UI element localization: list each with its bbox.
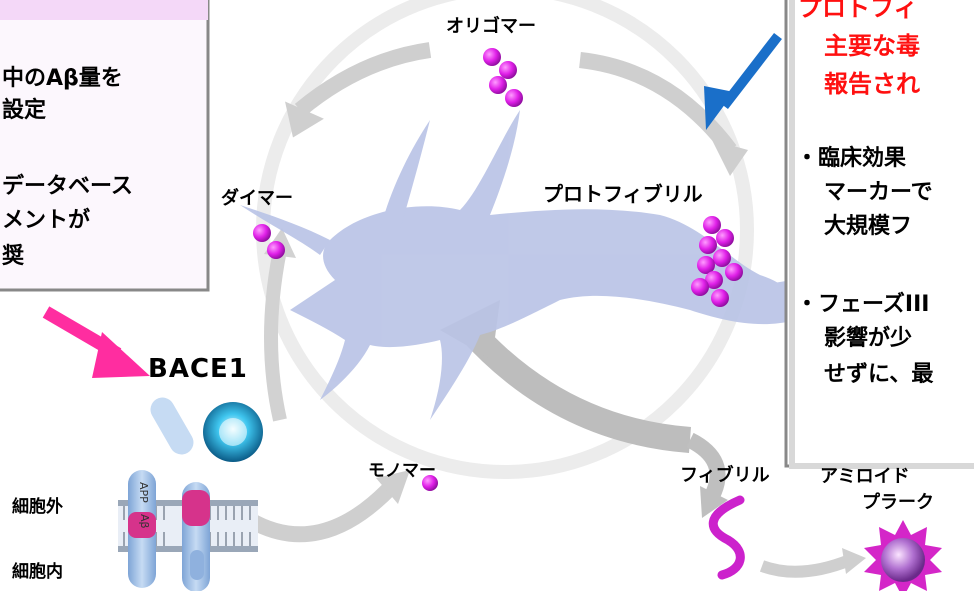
fibril-to-plaque-arrow: [762, 560, 850, 572]
left-info-box: [0, 0, 208, 290]
right-box-black-3: 大規模フ: [824, 208, 912, 240]
right-box-red-2: 主要な毒: [824, 26, 920, 61]
oligomer-beads: [483, 48, 523, 107]
amyloid-plaque-icon: [864, 520, 942, 591]
fibril-label: フィブリル: [680, 461, 770, 487]
left-box-line-1: 中のAβ量を: [2, 60, 123, 92]
left-box-line-2: 設定: [2, 92, 46, 124]
right-box-black-2: マーカーで: [824, 174, 933, 206]
left-box-line-5: 奨: [2, 238, 24, 270]
monomer-label: モノマー: [368, 456, 436, 481]
abeta-segment-2: [182, 490, 210, 526]
abeta-label: Aβ: [138, 514, 151, 529]
fibril-squiggle: [713, 500, 740, 575]
amyloid-label-line1: アミロイド: [820, 462, 910, 488]
amyloid-label-line2: プラーク: [862, 488, 934, 514]
right-box-black-1: ・臨床効果: [796, 140, 906, 172]
app-label: APP: [137, 482, 150, 503]
cycle-arrow-left-up: [271, 250, 280, 420]
neuron-illustration: [240, 110, 860, 420]
blue-arrow: [724, 36, 778, 106]
right-box-black-6: せずに、最: [824, 356, 933, 388]
right-box-red-1: プロトフィ: [798, 0, 918, 23]
right-box-black-4: ・フェーズIII: [796, 286, 929, 318]
extracellular-label: 細胞外: [12, 492, 63, 517]
dimer-label: ダイマー: [221, 184, 293, 210]
right-box-red-3: 報告され: [824, 64, 920, 99]
protofibril-label: プロトフィブリル: [543, 178, 703, 207]
intracellular-label: 細胞内: [12, 557, 63, 582]
big-return-arrow: [470, 330, 690, 440]
left-box-line-4: メントが: [2, 202, 90, 234]
fibril-to-plaque-head: [842, 548, 866, 574]
app-to-monomer-arrow: [250, 488, 390, 534]
bace1-label: BACE1: [148, 354, 248, 384]
left-box-line-3: データベース: [2, 168, 133, 200]
pink-arrow-head: [92, 332, 150, 378]
bace1-enzyme: [146, 393, 263, 462]
right-box-black-5: 影響が少: [824, 320, 912, 352]
oligomer-label: オリゴマー: [446, 12, 536, 38]
